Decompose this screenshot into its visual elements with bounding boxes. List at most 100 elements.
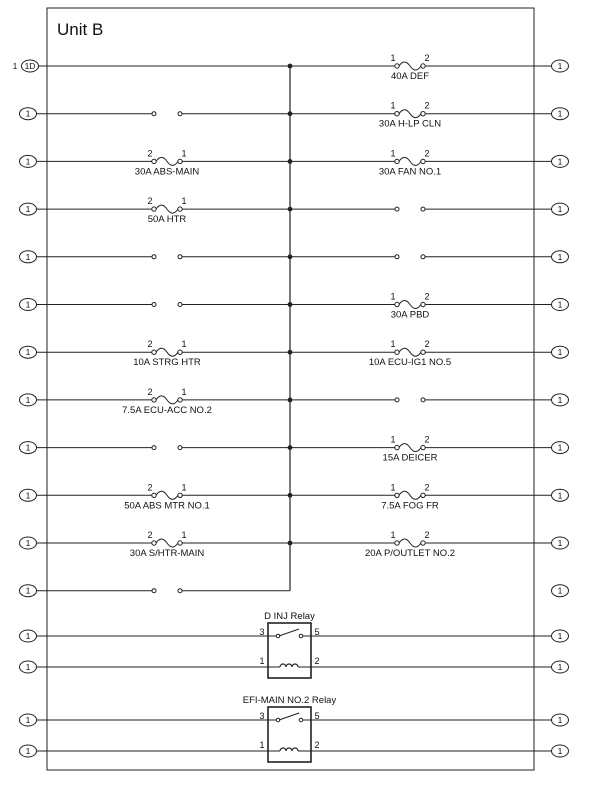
fuse-pin-a: 1 bbox=[390, 101, 395, 111]
svg-text:3: 3 bbox=[259, 711, 264, 721]
fuse-pin-b: 2 bbox=[424, 435, 429, 445]
fuse-pin-a: 2 bbox=[147, 196, 152, 206]
svg-text:1: 1 bbox=[558, 300, 563, 310]
fuse-pin-b: 2 bbox=[424, 148, 429, 158]
svg-text:1: 1 bbox=[26, 395, 31, 405]
connector-right: 1 bbox=[551, 250, 569, 264]
svg-text:1: 1 bbox=[26, 490, 31, 500]
relay-coil bbox=[279, 663, 299, 668]
fuse-label: 30A H-LP CLN bbox=[379, 119, 441, 130]
open-contact-left bbox=[151, 301, 183, 308]
fuse-right: 1 2 10A ECU-IG1 NO.5 bbox=[369, 339, 451, 368]
fuse-pin-b: 2 bbox=[424, 53, 429, 63]
fuse-pin-b: 1 bbox=[181, 196, 186, 206]
fuse-pin-b: 2 bbox=[424, 530, 429, 540]
connector-left: 1D bbox=[21, 59, 39, 73]
relay-name: D INJ Relay bbox=[264, 611, 315, 622]
fuse-pin-a: 1 bbox=[390, 148, 395, 158]
svg-text:1: 1 bbox=[26, 715, 31, 725]
connector-left: 1 bbox=[19, 107, 37, 121]
fuse-label: 7.5A FOG FR bbox=[381, 500, 439, 511]
connector-right: 1 bbox=[551, 584, 569, 598]
fuse-pin-a: 1 bbox=[390, 53, 395, 63]
svg-text:1: 1 bbox=[558, 443, 563, 453]
connector-left: 1 bbox=[19, 488, 37, 502]
fuse-pin-a: 1 bbox=[390, 435, 395, 445]
svg-text:1: 1 bbox=[558, 61, 563, 71]
fuse-left: 2 1 10A STRG HTR bbox=[133, 339, 201, 368]
svg-text:5: 5 bbox=[314, 627, 319, 637]
fuse-label: 30A PBD bbox=[391, 310, 430, 321]
connector-right: 1 bbox=[551, 744, 569, 758]
svg-text:1: 1 bbox=[558, 715, 563, 725]
open-contact-left bbox=[151, 253, 183, 260]
fuse-label: 10A STRG HTR bbox=[133, 357, 201, 368]
fuse-right: 1 2 30A H-LP CLN bbox=[379, 101, 441, 130]
svg-text:1: 1 bbox=[26, 443, 31, 453]
fuse-pin-b: 2 bbox=[424, 292, 429, 302]
svg-text:5: 5 bbox=[314, 711, 319, 721]
connector-right: 1 bbox=[551, 488, 569, 502]
top-left-prefix: 1 bbox=[13, 61, 18, 71]
svg-text:1: 1 bbox=[26, 156, 31, 166]
fuse-pin-b: 1 bbox=[181, 530, 186, 540]
svg-text:1: 1 bbox=[558, 204, 563, 214]
fuse-pin-a: 2 bbox=[147, 339, 152, 349]
fuse-pin-a: 1 bbox=[390, 530, 395, 540]
svg-text:1: 1 bbox=[26, 746, 31, 756]
svg-text:1: 1 bbox=[259, 656, 264, 666]
connector-left: 1 bbox=[19, 744, 37, 758]
svg-text:1: 1 bbox=[259, 740, 264, 750]
connector-right: 1 bbox=[551, 345, 569, 359]
fuse-pin-b: 2 bbox=[424, 101, 429, 111]
fuse-label: 50A ABS MTR NO.1 bbox=[124, 500, 210, 511]
svg-text:1: 1 bbox=[558, 662, 563, 672]
relay-switch-arm bbox=[278, 712, 300, 721]
fuse-pin-b: 2 bbox=[424, 339, 429, 349]
relay-box bbox=[267, 622, 312, 679]
relay-box bbox=[267, 706, 312, 763]
unit-border bbox=[46, 7, 535, 771]
fuse-pin-b: 1 bbox=[181, 482, 186, 492]
svg-text:1: 1 bbox=[558, 631, 563, 641]
fuse-label: 7.5A ECU-ACC NO.2 bbox=[122, 405, 212, 416]
svg-text:2: 2 bbox=[314, 656, 319, 666]
fuse-label: 30A S/HTR-MAIN bbox=[130, 548, 205, 559]
fuse-pin-a: 1 bbox=[390, 339, 395, 349]
svg-text:1: 1 bbox=[26, 347, 31, 357]
svg-text:1: 1 bbox=[558, 109, 563, 119]
svg-text:3: 3 bbox=[259, 627, 264, 637]
unit-title: Unit B bbox=[57, 20, 103, 39]
open-contact-right bbox=[394, 396, 426, 403]
fuse-pin-a: 2 bbox=[147, 387, 152, 397]
fuse-label: 10A ECU-IG1 NO.5 bbox=[369, 357, 451, 368]
svg-text:1D: 1D bbox=[25, 61, 36, 71]
connector-right: 1 bbox=[551, 660, 569, 674]
svg-text:1: 1 bbox=[26, 109, 31, 119]
fuse-pin-b: 1 bbox=[181, 339, 186, 349]
svg-text:1: 1 bbox=[26, 300, 31, 310]
open-contact-left bbox=[151, 110, 183, 117]
open-contact-left bbox=[151, 587, 183, 594]
svg-text:1: 1 bbox=[26, 662, 31, 672]
connector-left: 1 bbox=[19, 713, 37, 727]
fuse-row: 1 1 2 1 10A STRG HTR 1 2 10A ECU-IG1 NO.5 bbox=[19, 339, 569, 368]
svg-text:1: 1 bbox=[26, 586, 31, 596]
fuse-pin-a: 2 bbox=[147, 530, 152, 540]
connector-left: 1 bbox=[19, 660, 37, 674]
svg-text:1: 1 bbox=[26, 538, 31, 548]
svg-text:1: 1 bbox=[558, 395, 563, 405]
